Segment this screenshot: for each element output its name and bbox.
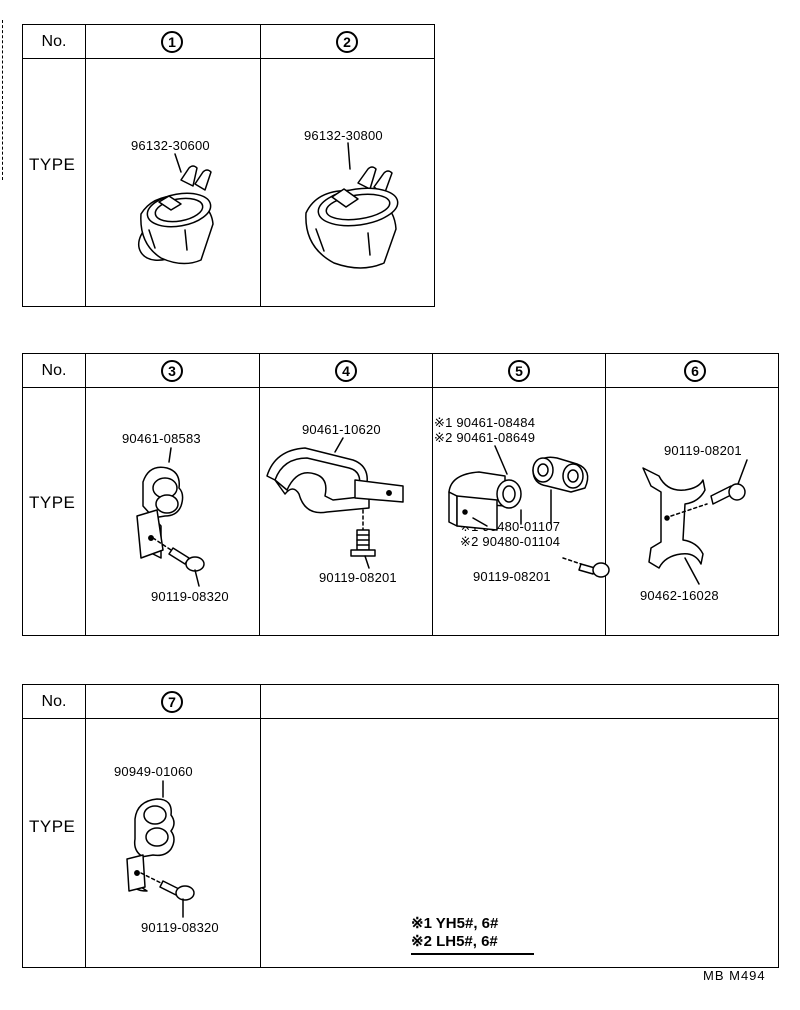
model-note-1: ※1 YH5#, 6# [411,915,499,932]
parts-table-3: No. 7 TYPE 90949-01060 90119-08320 ※1 YH… [22,684,779,968]
header-no: No. [41,362,67,379]
column-number-2: 2 [336,31,358,53]
parts-table-2: No. 3 4 5 6 TYPE 90461-08583 90119-08320… [22,353,779,636]
parts-table-1: No. 1 2 TYPE 96132-30600 96132-30800 [22,24,435,307]
column-number-5: 5 [508,360,530,382]
hose-clamp-large-illustration [305,142,399,269]
double-pipe-clamp-illustration [126,780,195,918]
part-number: 96132-30600 [131,138,210,153]
row-label-type: TYPE [29,493,76,512]
header-no: No. [41,693,67,710]
column-number-6: 6 [684,360,706,382]
part-number: 96132-30800 [304,128,383,143]
hose-clamp-small-illustration [138,153,214,265]
part-number: 90119-08201 [473,569,551,584]
part-number: 90119-08320 [141,920,219,935]
part-number: 90119-08201 [664,443,742,458]
row-label-type: TYPE [29,155,76,174]
band-clamp-illustration [266,437,404,569]
column-number-7: 7 [161,691,183,713]
part-number: ※2 90480-01104 [460,534,561,549]
row-label-type: TYPE [29,817,76,836]
notes-underline [411,953,534,955]
part-number: 90119-08201 [319,570,397,585]
part-number: 90462-16028 [640,588,719,603]
figure-code: MB M494 [703,968,766,983]
part-number: 90461-10620 [302,422,381,437]
page-edge-mark [2,20,3,180]
clamp-with-cushion-illustration [448,445,610,578]
model-note-2: ※2 LH5#, 6# [411,933,498,950]
pipe-clamp-illustration [136,447,205,587]
bracket-clamp-illustration [642,459,748,585]
part-number: 90119-08320 [151,589,229,604]
part-number: 90949-01060 [114,764,193,779]
column-number-3: 3 [161,360,183,382]
column-number-4: 4 [335,360,357,382]
header-no: No. [41,33,67,50]
part-number: 90461-08583 [122,431,201,446]
part-number: ※2 90461-08649 [434,430,536,445]
column-number-1: 1 [161,31,183,53]
part-number: ※1 90461-08484 [434,415,536,430]
